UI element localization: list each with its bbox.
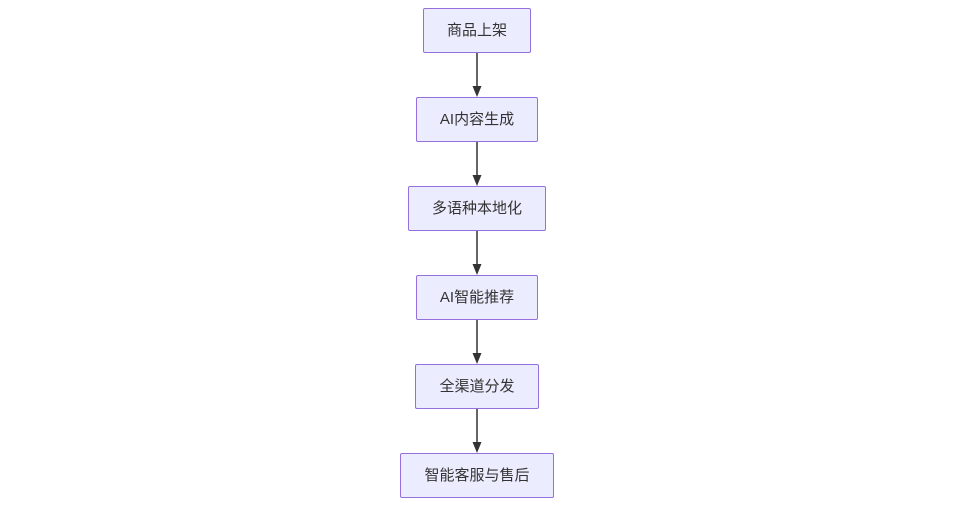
flow-node-label: 全渠道分发 (439, 378, 515, 395)
flow-node-ai-content-generation: AI内容生成 (415, 97, 539, 142)
flow-node-label: AI内容生成 (439, 111, 515, 128)
flow-node-product-listing: 商品上架 (422, 8, 531, 53)
flow-node-smart-service-aftersales: 智能客服与售后 (400, 453, 554, 498)
flow-node-label: 智能客服与售后 (424, 467, 530, 484)
flow-arrow-down-icon (472, 320, 482, 364)
flow-arrow-down-icon (472, 409, 482, 453)
flow-node-omnichannel-distribution: 全渠道分发 (415, 364, 539, 409)
flow-arrow-down-icon (472, 231, 482, 275)
flow-node-ai-smart-recommendation: AI智能推荐 (415, 275, 539, 320)
flow-arrow-down-icon (472, 142, 482, 186)
flow-node-multilingual-localization: 多语种本地化 (407, 186, 546, 231)
flow-node-label: AI智能推荐 (439, 289, 515, 306)
flow-node-label: 商品上架 (446, 22, 507, 39)
flow-arrow-down-icon (472, 53, 482, 97)
flowchart-column: 商品上架 AI内容生成 多语种本地化 AI智能推荐 全渠道分发 (0, 8, 954, 498)
flow-node-label: 多语种本地化 (431, 200, 522, 217)
